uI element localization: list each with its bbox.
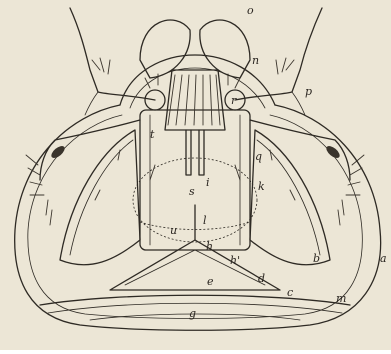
muscle-fibers bbox=[168, 75, 220, 125]
label-q: q bbox=[255, 150, 262, 163]
stalk-right bbox=[199, 130, 204, 175]
label-h: h bbox=[206, 240, 213, 253]
label-d: d bbox=[258, 272, 265, 285]
label-u: u bbox=[170, 224, 177, 237]
bristles-body bbox=[95, 150, 295, 200]
left-spot bbox=[49, 144, 66, 160]
head-right-lobe bbox=[200, 20, 250, 78]
label-g: g bbox=[189, 307, 196, 320]
base-triangle-inner bbox=[125, 250, 265, 285]
label-t: t bbox=[150, 128, 155, 141]
label-h2: h' bbox=[230, 254, 240, 267]
stalk-left bbox=[186, 130, 191, 175]
base-triangle bbox=[110, 240, 280, 290]
right-spot bbox=[324, 144, 341, 160]
bristles-top bbox=[92, 58, 294, 88]
label-p: p bbox=[305, 85, 312, 98]
label-c: c bbox=[287, 286, 293, 299]
label-e: e bbox=[207, 275, 214, 288]
label-k: k bbox=[258, 180, 265, 193]
label-b: b bbox=[313, 252, 320, 265]
left-antenna bbox=[70, 8, 155, 100]
label-m: m bbox=[336, 292, 346, 305]
head-left-lobe bbox=[140, 20, 190, 78]
left-antenna-2 bbox=[85, 92, 98, 115]
label-n: n bbox=[252, 54, 259, 67]
label-s: s bbox=[189, 185, 195, 198]
label-r: r bbox=[231, 94, 237, 107]
body-outline bbox=[15, 105, 381, 330]
label-o: o bbox=[247, 4, 254, 17]
label-a: a bbox=[380, 252, 387, 265]
label-i: i bbox=[206, 176, 210, 189]
label-l: l bbox=[203, 214, 207, 227]
